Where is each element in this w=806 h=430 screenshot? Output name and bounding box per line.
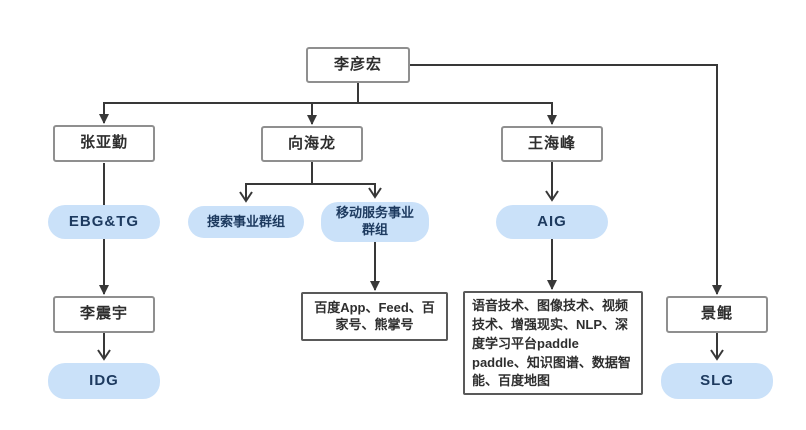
node-aig: AIG	[496, 205, 608, 239]
node-slg: SLG	[661, 363, 773, 399]
node-zhang-ya-qin: 张亚勤	[53, 125, 155, 162]
node-li-yanhong: 李彦宏	[306, 47, 410, 83]
node-wang-hai-feng: 王海峰	[501, 126, 603, 162]
node-aig-departments: 语音技术、图像技术、视频技术、增强现实、NLP、深度学习平台paddle pad…	[463, 291, 643, 395]
node-mobile-service-business-group: 移动服务事业群组	[321, 202, 429, 242]
node-ebg-tg: EBG&TG	[48, 205, 160, 239]
node-xiang-hai-long: 向海龙	[261, 126, 363, 162]
node-search-business-group: 搜索事业群组	[188, 206, 304, 238]
node-mobile-products: 百度App、Feed、百家号、熊掌号	[301, 292, 448, 341]
node-li-zhen-yu: 李震宇	[53, 296, 155, 333]
node-jing-kun: 景鲲	[666, 296, 768, 333]
node-idg: IDG	[48, 363, 160, 399]
